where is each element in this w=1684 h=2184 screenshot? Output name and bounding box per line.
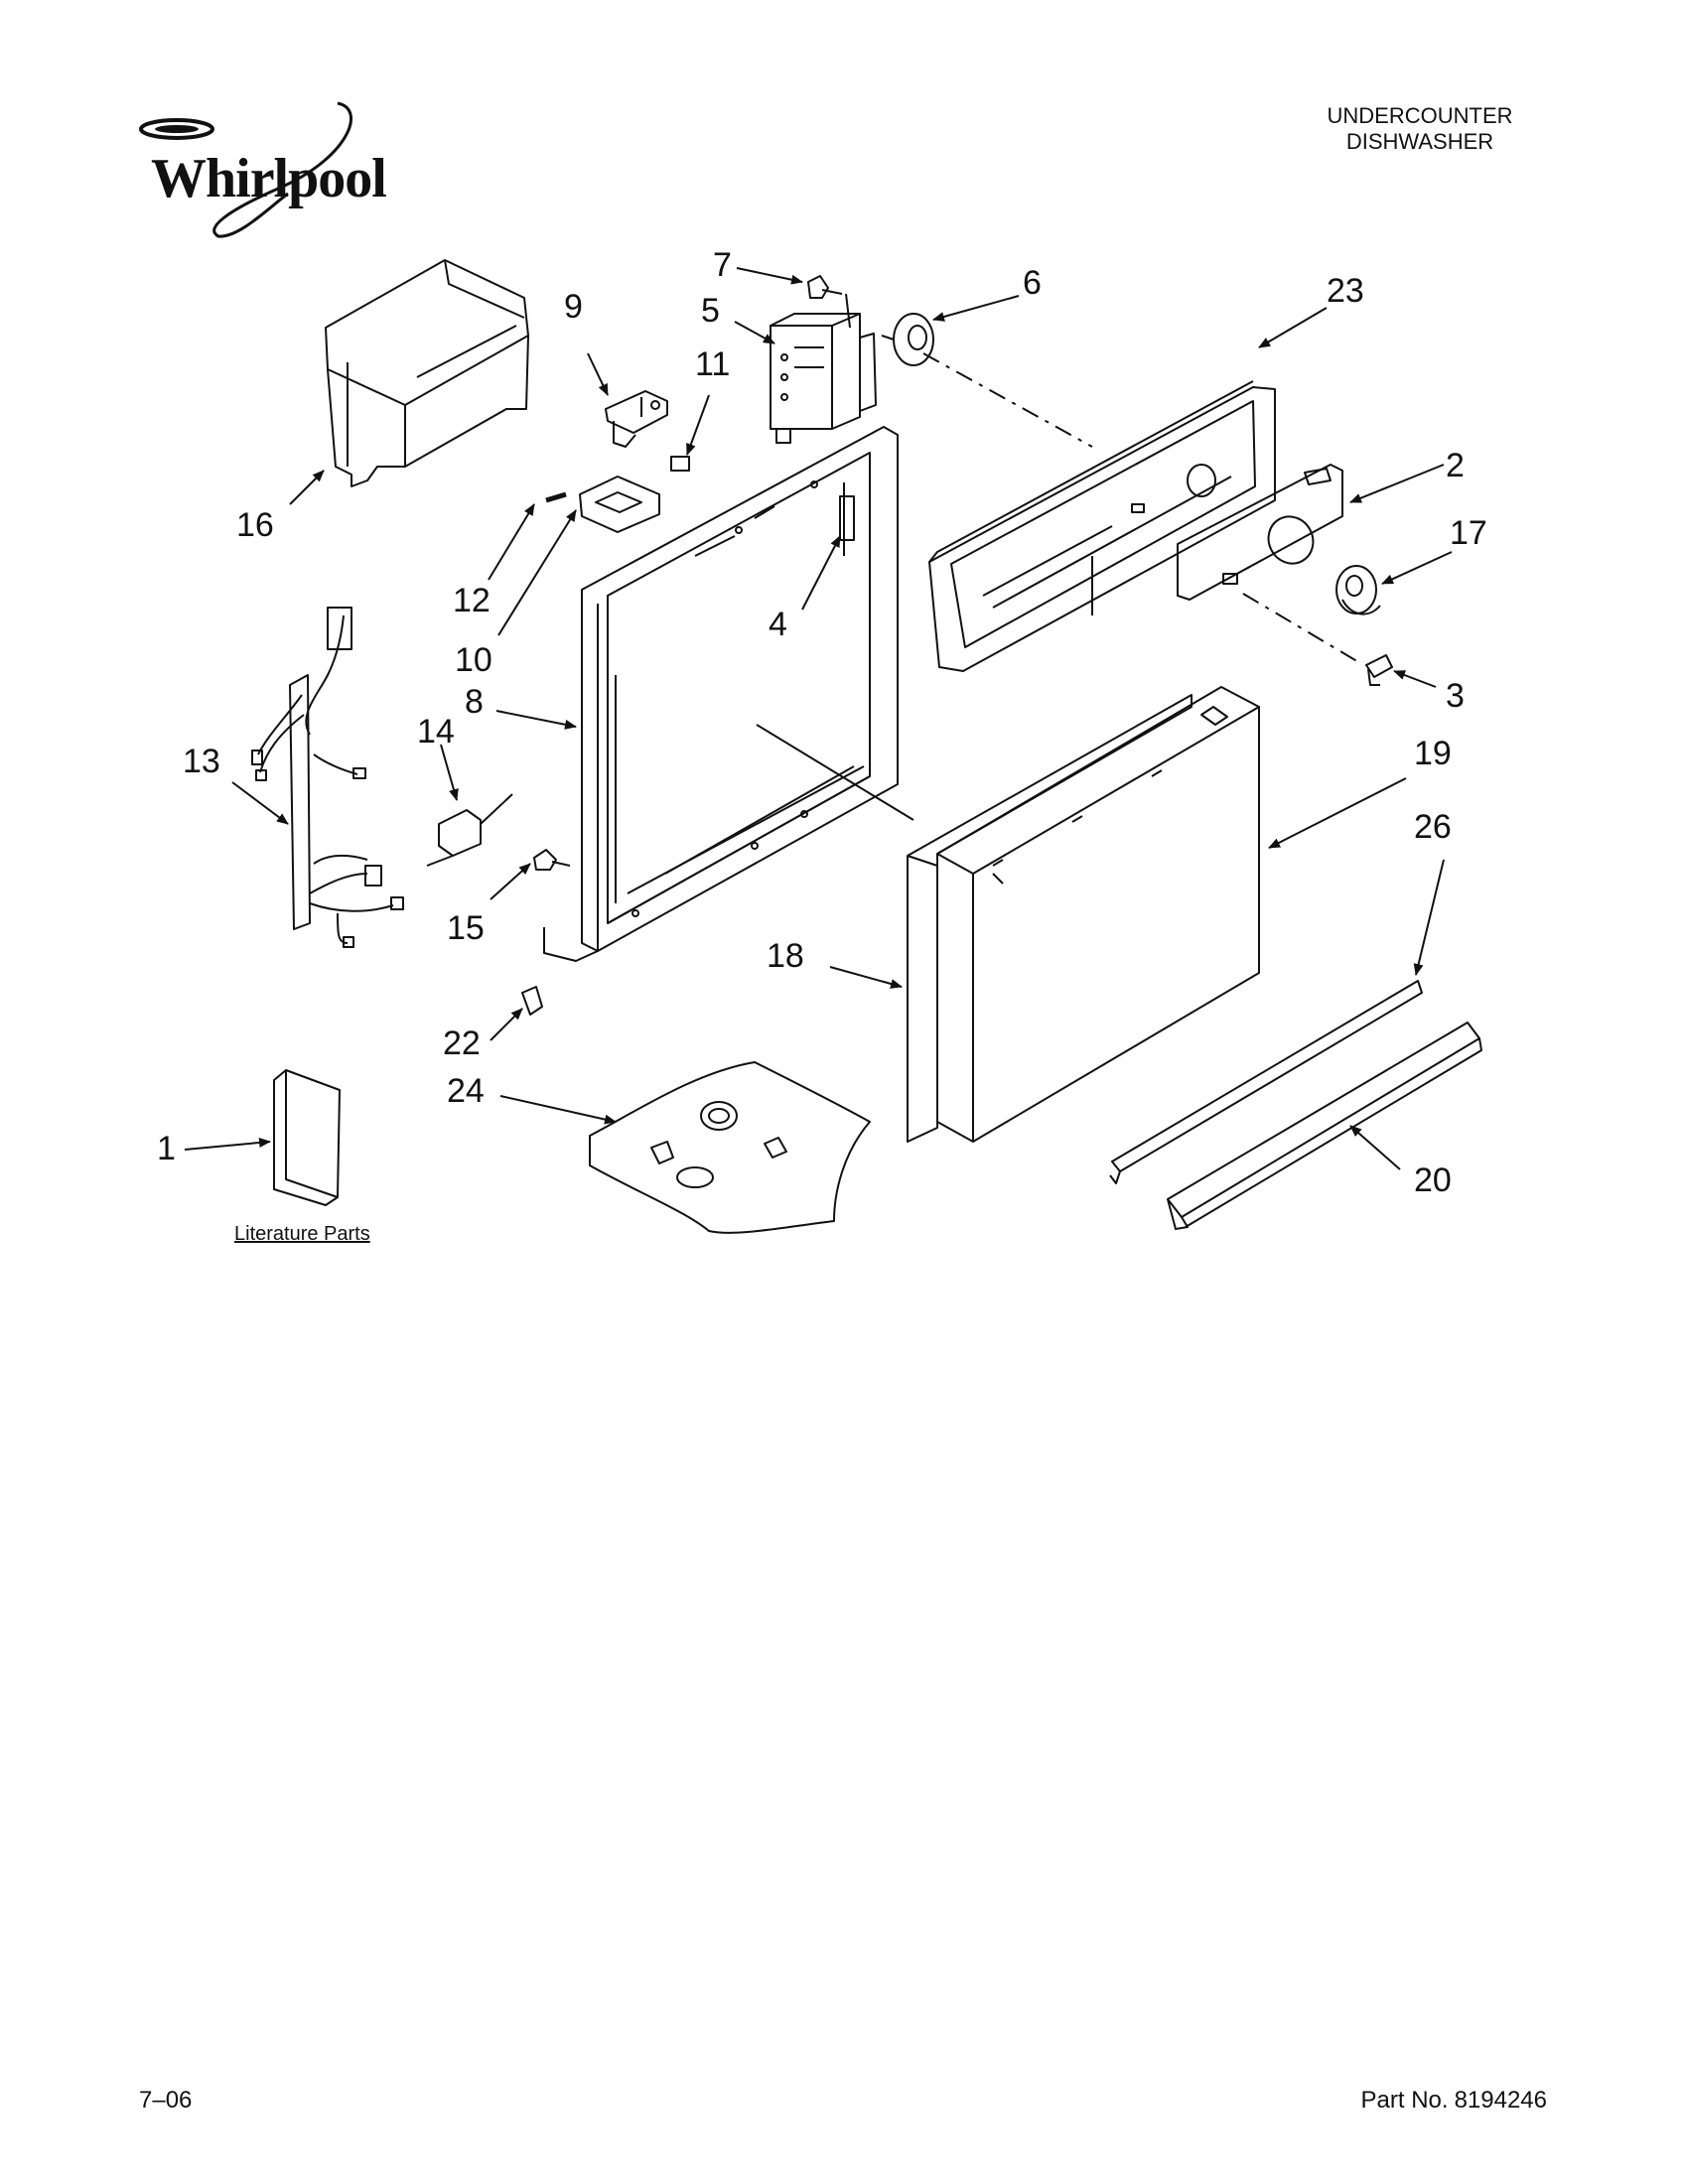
callout-14: 14: [417, 713, 455, 751]
part-number-block: Part No.8194246: [1361, 2087, 1547, 2115]
arrow-20: [1349, 1125, 1401, 1170]
part-12-strip: [545, 491, 567, 503]
arrow-3: [1393, 670, 1437, 688]
arrow-13: [231, 781, 289, 825]
part-1-literature-booklet: [273, 1069, 341, 1206]
callout-22: 22: [443, 1024, 481, 1062]
part-20-toe-kick-rail: [1167, 1022, 1482, 1230]
part-24-parts-bag: [589, 1061, 871, 1234]
part-16-cover: [325, 259, 529, 487]
dash-line-panel-to-button: [1242, 593, 1361, 664]
arrow-7: [736, 267, 803, 285]
callout-20: 20: [1414, 1161, 1452, 1199]
arrow-26: [1413, 859, 1445, 976]
part-26-strip: [1109, 980, 1423, 1184]
brand-wordmark: Whirlpool: [151, 148, 387, 209]
callout-12: 12: [453, 582, 491, 619]
callout-8: 8: [465, 683, 484, 721]
arrow-16: [289, 470, 325, 505]
callout-23: 23: [1327, 272, 1364, 310]
part-23-console: [928, 380, 1276, 672]
part-14-sensor: [426, 793, 513, 867]
part-number: 8194246: [1454, 2087, 1547, 2114]
part-18-door-liner-panel: [907, 694, 1193, 1143]
arrow-2: [1349, 464, 1445, 503]
arrow-19: [1268, 777, 1407, 849]
leader-7: [845, 293, 851, 329]
date-code: 7–06: [139, 2087, 193, 2114]
callout-6: 6: [1023, 264, 1042, 302]
arrow-5: [734, 321, 775, 344]
arrow-9: [587, 352, 609, 396]
part-8-inner-door-frame: [543, 426, 899, 962]
title-line-2: DISHWASHER: [1345, 129, 1494, 154]
part-9-latch: [605, 390, 668, 448]
part-11-switch: [670, 456, 690, 472]
part-17-knob: [1335, 565, 1381, 615]
callout-5: 5: [701, 292, 720, 330]
callout-11: 11: [695, 345, 730, 383]
literature-parts-label: Literature Parts: [234, 1223, 370, 1245]
callout-3: 3: [1446, 677, 1465, 715]
callout-15: 15: [447, 909, 485, 947]
part-7-screw: [807, 275, 843, 299]
arrow-11: [686, 394, 710, 456]
logo-swoosh-icon: [139, 101, 352, 238]
part-2-overlay-panel: [1177, 464, 1343, 601]
whirlpool-logo: Whirlpool: [129, 99, 397, 238]
callout-1: 1: [157, 1130, 176, 1167]
callout-24: 24: [447, 1072, 485, 1110]
callout-7: 7: [713, 246, 732, 284]
arrow-8: [495, 710, 577, 730]
arrow-15: [490, 863, 531, 900]
part-13-wiring-harness: [251, 607, 404, 948]
callout-4: 4: [769, 606, 787, 643]
callout-18: 18: [767, 937, 804, 975]
part-6-dial: [881, 313, 934, 366]
callout-19: 19: [1414, 735, 1452, 772]
callout-16: 16: [236, 506, 274, 544]
arrow-1: [184, 1138, 271, 1151]
part-5-control-module: [770, 313, 877, 444]
callout-13: 13: [183, 743, 220, 780]
callout-26: 26: [1414, 808, 1452, 846]
arrow-24: [499, 1095, 617, 1125]
arrow-6: [932, 295, 1020, 322]
arrow-17: [1381, 551, 1453, 585]
arrow-12: [488, 503, 535, 581]
dash-line-dial-to-console: [922, 352, 1093, 448]
arrow-18: [829, 966, 903, 989]
callout-2: 2: [1446, 447, 1465, 484]
title-line-1: UNDERCOUNTER: [1327, 103, 1513, 128]
arrow-14: [440, 744, 459, 801]
part-number-label: Part No.: [1360, 2087, 1449, 2114]
part-10-bracket: [579, 476, 660, 533]
arrow-4: [801, 535, 841, 611]
part-19-outer-door-panel: [936, 686, 1260, 1143]
part-15-screw: [533, 849, 571, 871]
callout-9: 9: [564, 288, 583, 326]
arrow-10: [497, 509, 577, 636]
document-title: UNDERCOUNTER DISHWASHER: [1281, 103, 1559, 155]
arrow-23: [1258, 307, 1328, 348]
part-22-clip: [521, 986, 543, 1016]
part-3-button: [1365, 654, 1393, 686]
alignment-line-frame-to-door: [756, 724, 914, 821]
arrow-22: [490, 1008, 523, 1041]
callout-17: 17: [1450, 514, 1487, 552]
exploded-parts-diagram: 7 6 23 9 5 11 16 2 17 12 4 10 3 8 14 19 …: [157, 246, 1487, 1234]
callout-10: 10: [455, 641, 492, 679]
